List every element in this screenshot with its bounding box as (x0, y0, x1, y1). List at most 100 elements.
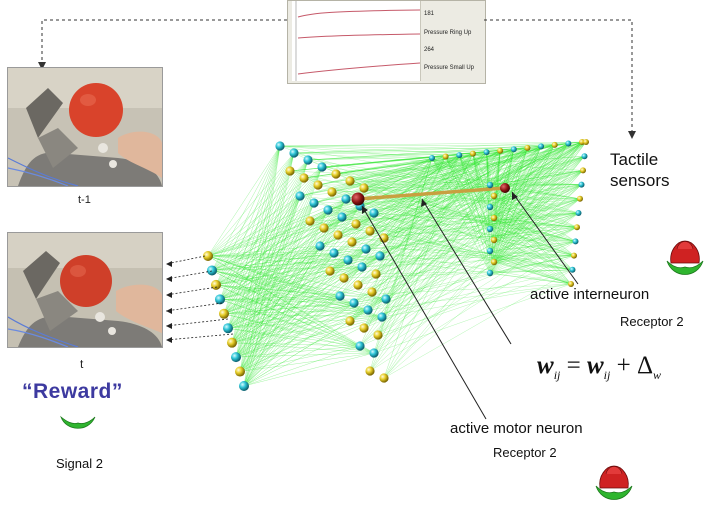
synapse-line (369, 241, 576, 372)
synapse-line (363, 143, 569, 329)
synapse-line (243, 166, 323, 387)
neuron-node (369, 208, 379, 218)
synapse-line (239, 152, 295, 372)
synapse-line (219, 299, 383, 318)
synapse-line (375, 149, 514, 275)
synapse-line (489, 156, 585, 274)
synapse-line (489, 147, 528, 252)
synapse-line (223, 209, 329, 314)
synapse-line (493, 261, 573, 270)
active-motor-neuron-node (351, 192, 365, 206)
synapse-line (243, 266, 363, 387)
synapse-line (215, 152, 295, 285)
synapse-line (341, 216, 578, 228)
synapse-line (211, 202, 315, 271)
neuron-node (490, 258, 498, 266)
neuron-node (486, 247, 494, 255)
synapse-line (239, 209, 329, 372)
synapse-line (243, 202, 315, 387)
synapse-line (493, 144, 555, 263)
synapse-line (489, 144, 555, 274)
synapse-line (235, 145, 281, 358)
synapse-line (493, 143, 569, 263)
synapse-line (345, 198, 575, 256)
synapse-line (207, 255, 387, 300)
synapse-line (227, 198, 347, 329)
synapse-line (489, 144, 555, 208)
neuron-nodes (203, 139, 589, 391)
synapse-line (493, 156, 585, 263)
receptor-shape-icon-right (666, 240, 704, 275)
synapse-line (329, 241, 576, 272)
synapse-line (357, 154, 460, 286)
neuron-node (357, 262, 367, 272)
synapse-line (243, 248, 367, 387)
neuron-node (329, 248, 339, 258)
current-time-caption: t (80, 357, 84, 371)
synapse-line (293, 152, 460, 156)
formula-delta: Δ (636, 352, 654, 379)
synapse-line (472, 153, 495, 263)
synapse-line (239, 252, 335, 372)
synapse-line (363, 149, 514, 189)
synapse-line (349, 156, 585, 322)
synapse-line (357, 184, 582, 286)
delta-pointer-line (421, 198, 512, 345)
synapse-line (293, 146, 542, 154)
synapse-line (373, 227, 578, 354)
synapse-line (215, 202, 315, 286)
synapse-line (369, 146, 542, 232)
neuron-node (359, 323, 369, 333)
neuron-node (231, 352, 241, 363)
synapse-line (489, 144, 555, 230)
neuron-node (497, 147, 504, 154)
neuron-node (377, 312, 387, 322)
synapse-line (381, 227, 578, 318)
neuron-node (285, 166, 295, 176)
synapse-line (459, 154, 491, 208)
synapse-line (431, 157, 491, 186)
synapse-line (489, 149, 514, 186)
neuron-node (583, 139, 589, 145)
synapse-line (381, 141, 583, 318)
synapse-line (309, 220, 573, 270)
neuron-node (577, 195, 583, 202)
formula-w1: w (537, 352, 554, 379)
signal-label: Signal 2 (56, 456, 103, 471)
synapse-line (377, 156, 585, 336)
neuron-node (207, 265, 217, 276)
neuron-node (365, 366, 375, 376)
neuron-node (456, 152, 463, 159)
synapse-line (279, 145, 581, 199)
synapse-line (239, 259, 349, 372)
synapse-line (345, 144, 555, 200)
neuron-node (568, 281, 574, 287)
synapse-line (231, 202, 315, 343)
synapse-line (365, 248, 572, 285)
motor-neuron-pointer-line (361, 205, 487, 420)
neuron-node (239, 381, 249, 391)
synapse-line (231, 159, 309, 343)
neuron-node (219, 308, 229, 319)
pressure-curves (295, 1, 421, 81)
neuron-node (578, 181, 585, 188)
active-interneuron-node (500, 183, 510, 193)
active-interneuron-label: active interneuron (530, 286, 650, 303)
synapse-line (219, 145, 281, 300)
neuron-node (351, 219, 361, 229)
synapse-line (227, 195, 301, 329)
synapse-line (349, 180, 576, 242)
synapse-line (231, 298, 387, 343)
synapse-line (493, 184, 582, 263)
ring-readout: 181 (424, 11, 435, 17)
synapse-line (335, 173, 579, 214)
synapse-line (215, 145, 281, 285)
synapse-line (493, 184, 582, 241)
synapse-line (223, 166, 323, 314)
synapse-line (231, 252, 335, 343)
synapse-line (489, 144, 555, 252)
synapse-line (489, 146, 542, 252)
synapse-line (347, 149, 514, 261)
synapse-line (489, 212, 579, 274)
synapse-line (367, 156, 446, 311)
